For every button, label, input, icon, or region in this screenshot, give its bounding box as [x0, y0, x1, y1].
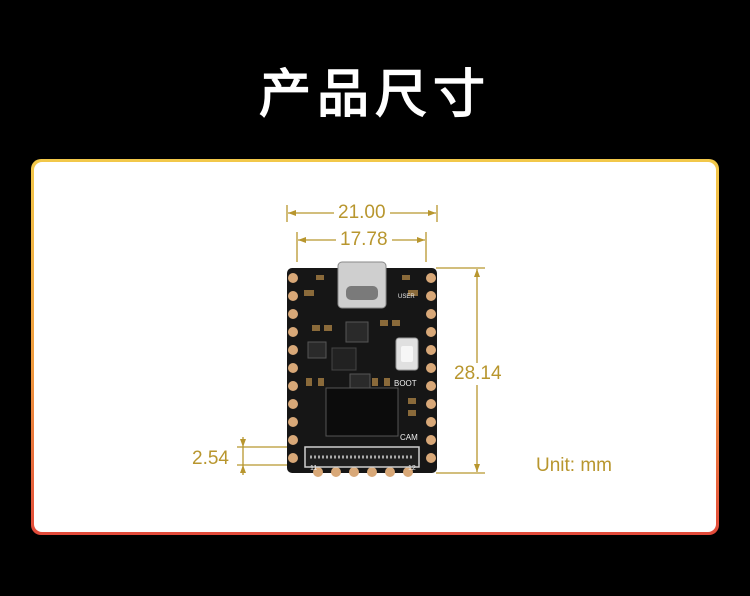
arrowhead [288, 210, 296, 216]
silkscreen-user: USER [398, 294, 415, 300]
silkscreen-boot: BOOT [394, 379, 417, 388]
arrowhead [240, 439, 246, 447]
small-ic [345, 321, 369, 343]
silkscreen-pin-11: 11 [310, 465, 317, 472]
dimension-height: 28.14 [450, 363, 506, 385]
pcb-board [287, 261, 437, 477]
arrowhead [240, 465, 246, 473]
arrowhead [428, 210, 436, 216]
passive-components [304, 275, 418, 416]
bottom-pads [313, 467, 413, 477]
arrowhead [298, 237, 306, 243]
left-pads [288, 273, 298, 463]
small-ic [307, 341, 327, 359]
dimension-width-inner: 17.78 [336, 229, 392, 251]
page-title: 产品尺寸 [258, 65, 491, 125]
silkscreen-pin-12: 12 [408, 465, 416, 472]
main-chip [325, 387, 399, 437]
arrowhead [474, 269, 480, 277]
right-pads [426, 273, 436, 463]
dimension-width-outer: 21.00 [334, 202, 390, 224]
arrowhead [417, 237, 425, 243]
arrowhead [474, 464, 480, 472]
small-ic [331, 347, 357, 371]
usb-c-connector [337, 261, 387, 309]
dimension-pitch: 2.54 [192, 448, 229, 469]
silkscreen-cam: CAM [400, 433, 418, 442]
unit-label: Unit: mm [536, 455, 612, 476]
